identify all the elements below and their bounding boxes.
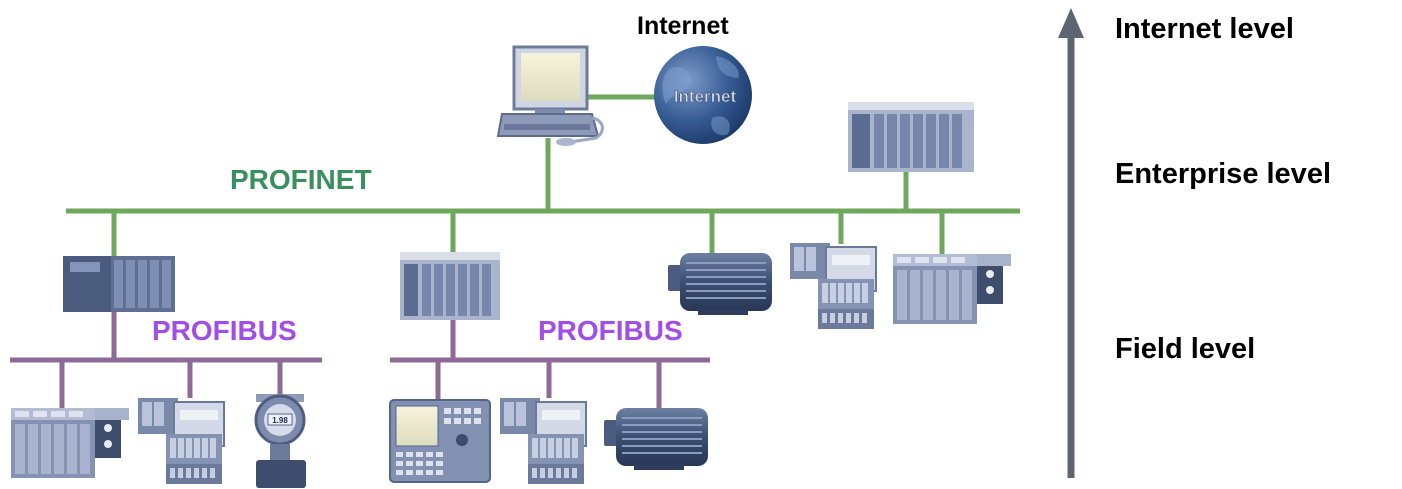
field-level-label: Field level <box>1115 333 1256 365</box>
drive-controller-icon-profibus-right <box>499 397 587 485</box>
level-arrow <box>1058 8 1084 478</box>
plc-rack-icon-top <box>848 102 974 172</box>
enterprise-level-label: Enterprise level <box>1115 158 1331 190</box>
io-block-icon-profinet <box>893 254 1011 324</box>
drive-controller-icon-profinet <box>789 242 877 330</box>
globe-label: Internet <box>674 87 737 106</box>
pressure-transmitter-icon: 1.98 <box>254 394 306 488</box>
internet-globe-icon: Internet <box>654 46 752 144</box>
profibus-label-right: PROFIBUS <box>538 315 683 346</box>
profibus-label-left: PROFIBUS <box>152 315 297 346</box>
transmitter-display: 1.98 <box>272 416 288 425</box>
motor-icon-profibus-right <box>603 407 709 471</box>
pc-workstation-icon <box>496 45 604 146</box>
io-block-icon-profibus-left <box>11 408 129 478</box>
profibus-bus-left <box>10 312 322 408</box>
motor-icon-profinet <box>667 252 773 316</box>
profinet-bus <box>66 94 1020 256</box>
internet-level-label: Internet level <box>1115 13 1294 45</box>
operator-panel-icon <box>389 399 491 483</box>
internet-label: Internet <box>637 12 729 40</box>
plc-rack-icon-middle <box>400 252 500 320</box>
plc-rack-icon-left <box>63 256 175 312</box>
profinet-label: PROFINET <box>230 164 372 195</box>
drive-controller-icon-profibus-left <box>137 397 225 485</box>
profibus-bus-right <box>390 320 710 408</box>
